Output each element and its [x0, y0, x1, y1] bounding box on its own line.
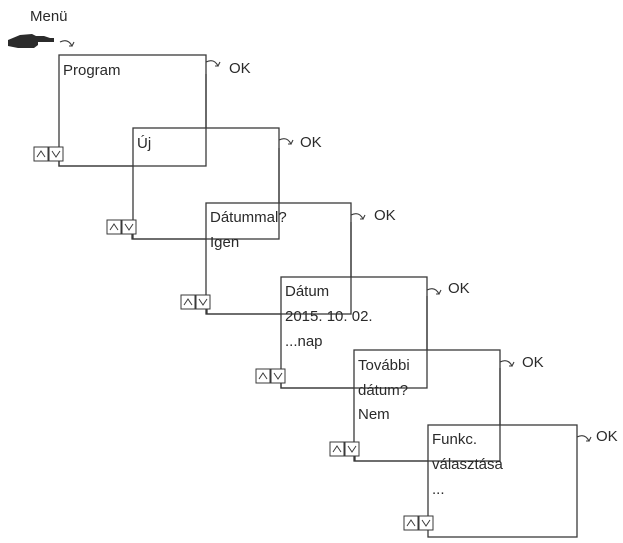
screen-line: Dátum — [285, 283, 329, 300]
screen-function-select — [427, 424, 578, 538]
updown-keys — [106, 219, 137, 235]
pointing-hand-icon — [8, 34, 54, 48]
updown-keys — [255, 368, 286, 384]
down-key-icon — [195, 294, 211, 310]
down-key-icon — [418, 515, 434, 531]
ok-label: OK — [596, 428, 618, 445]
updown-keys — [403, 515, 434, 531]
up-key-icon — [255, 368, 271, 384]
updown-keys — [33, 146, 64, 162]
down-key-icon — [270, 368, 286, 384]
screen-line: Dátummal? — [210, 209, 287, 226]
screen-line: 2015. 10. 02. — [285, 308, 373, 325]
rotate-arrow-icon — [576, 435, 592, 442]
key-flow-line — [206, 304, 281, 315]
ok-label: OK — [448, 280, 470, 297]
rotate-arrow-icon — [278, 138, 294, 145]
key-flow-line — [131, 229, 206, 240]
rotate-arrow-icon — [205, 60, 221, 67]
up-key-icon — [329, 441, 345, 457]
screen-line: ...nap — [285, 333, 323, 350]
ok-label: OK — [229, 60, 251, 77]
down-key-icon — [48, 146, 64, 162]
ok-label: OK — [300, 134, 322, 151]
screen-line: Igen — [210, 234, 239, 251]
screen-line: Funkc. — [432, 431, 477, 448]
rotate-arrow-icon — [350, 213, 366, 220]
updown-keys — [180, 294, 211, 310]
screen-line: dátum? — [358, 382, 408, 399]
screen-line: választása — [432, 456, 504, 473]
screen-line: Program — [63, 62, 121, 79]
updown-keys — [329, 441, 360, 457]
rotate-arrow-icon — [59, 40, 75, 47]
menu-label: Menü — [30, 8, 68, 25]
ok-label: OK — [374, 207, 396, 224]
up-key-icon — [403, 515, 419, 531]
down-key-icon — [121, 219, 137, 235]
up-key-icon — [33, 146, 49, 162]
up-key-icon — [180, 294, 196, 310]
up-key-icon — [106, 219, 122, 235]
key-flow-line — [280, 378, 354, 389]
screen-line: Nem — [358, 406, 390, 423]
key-flow-line — [354, 451, 428, 462]
screen-line: ... — [432, 481, 445, 498]
ok-label: OK — [522, 354, 544, 371]
rotate-arrow-icon — [426, 288, 442, 295]
down-key-icon — [344, 441, 360, 457]
screen-line: További — [358, 357, 410, 374]
rotate-arrow-icon — [499, 360, 515, 367]
key-flow-line — [58, 156, 133, 167]
screen-line: Új — [137, 135, 151, 152]
